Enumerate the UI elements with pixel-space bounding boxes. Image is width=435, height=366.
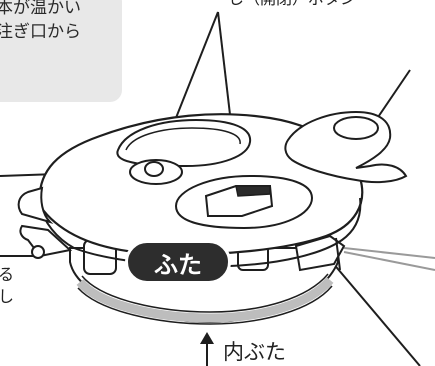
lid-label: ふた [125, 240, 231, 284]
note-text-line-2: 注ぎ口から [0, 22, 81, 42]
callout-line-inner-lid-right [331, 261, 421, 366]
left-label-fragment-1: る [0, 265, 15, 284]
lid-top [17, 110, 408, 268]
hinge-pin [31, 245, 45, 259]
left-hinge [19, 224, 73, 258]
seal-outline-top [81, 273, 329, 313]
rear-recess-inner [125, 127, 241, 151]
note-callout-box: 本が温かい 注ぎ口から [0, 0, 122, 102]
left-label-fragment-2: し [0, 287, 15, 306]
left-handle-tab [17, 186, 54, 225]
spout-button [333, 116, 379, 140]
gray-seal-ring [76, 276, 334, 323]
open-close-button-top [235, 185, 271, 197]
steam-vent-knob [144, 161, 164, 177]
note-text-line-1: 本が温かい [0, 0, 81, 18]
open-close-button-label: し（開閉）ボタン [228, 0, 356, 8]
inner-lid-label: 内ぶた [223, 340, 286, 364]
callout-line-seal-2 [343, 251, 435, 271]
callout-line-seal-1 [343, 247, 435, 259]
seal-outline-bottom [77, 285, 333, 325]
inner-lid-arrow [200, 332, 214, 366]
